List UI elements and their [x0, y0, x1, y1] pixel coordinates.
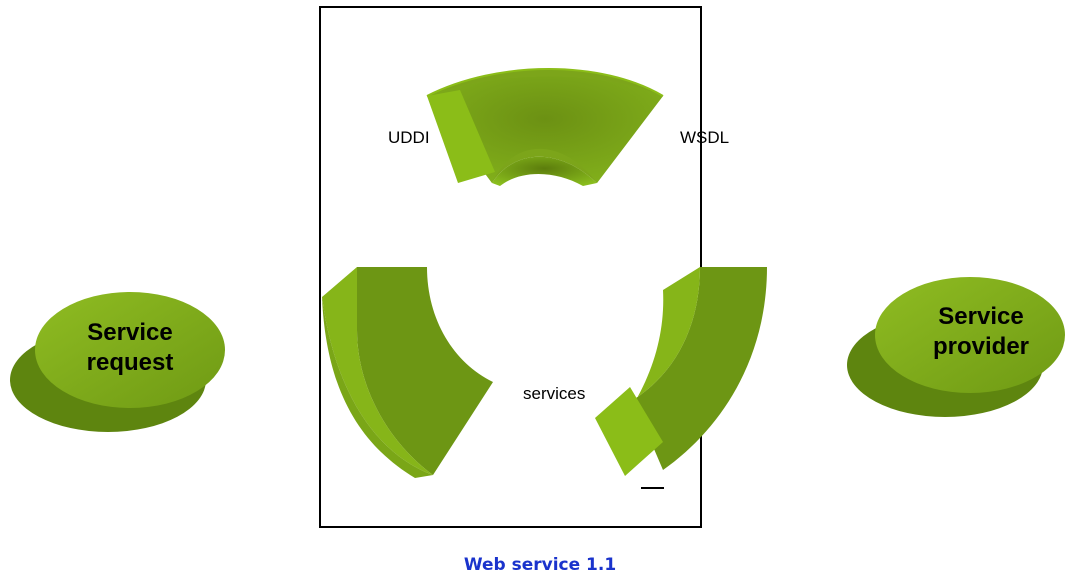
service-provider-line1: Service [938, 303, 1024, 330]
service-provider-line2: provider [932, 333, 1030, 360]
service-provider-node [847, 277, 1065, 417]
top-arc-segment [426, 68, 664, 186]
right-arc-segment [595, 267, 767, 476]
wsdl-label: WSDL [680, 128, 730, 147]
services-label: services [523, 384, 586, 403]
service-request-line2: request [86, 349, 174, 376]
left-arc-segment [322, 267, 493, 478]
service-request-label: Service request [60, 318, 200, 378]
figure-caption: Web service 1.1 [463, 555, 617, 575]
service-request-line1: Service [87, 319, 173, 346]
service-provider-label: Service provider [911, 302, 1051, 362]
service-request-node [10, 292, 225, 432]
uddi-label: UDDI [388, 128, 430, 147]
